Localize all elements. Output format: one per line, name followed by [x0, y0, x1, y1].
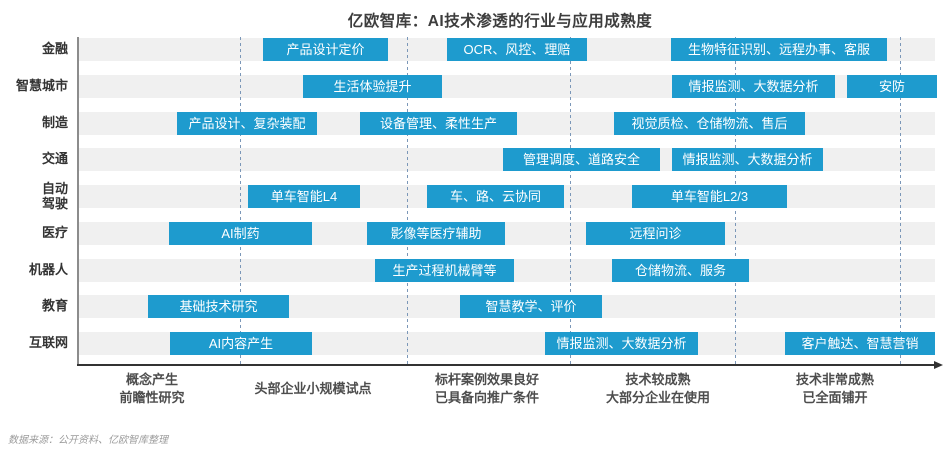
maturity-stage-label: 技术非常成熟 已全面铺开 — [795, 372, 874, 405]
application-bar: AI制药 — [169, 221, 312, 245]
application-bar: 产品设计定价 — [263, 38, 388, 61]
stage-divider-dashed-line — [407, 37, 408, 365]
application-bar: 基础技术研究 — [148, 295, 289, 319]
application-bar: 单车智能L2/3 — [632, 185, 787, 208]
application-bar: OCR、风控、理赔 — [447, 38, 587, 61]
industry-label: 金融 — [41, 41, 68, 57]
application-bar: 车、路、云协同 — [427, 185, 564, 208]
x-axis-line — [77, 364, 935, 366]
application-bar: 生活体验提升 — [303, 74, 442, 98]
industry-label: 机器人 — [28, 261, 68, 277]
application-bar: 安防 — [847, 74, 937, 98]
application-bar: 设备管理、柔性生产 — [360, 111, 517, 135]
application-bar: 情报监测、大数据分析 — [672, 74, 835, 98]
chart-title: 亿欧智库：AI技术渗透的行业与应用成熟度 — [347, 13, 653, 30]
industry-label: 互联网 — [28, 335, 68, 351]
application-bar: AI内容产生 — [170, 332, 312, 355]
stage-divider-dashed-line — [900, 37, 901, 365]
application-bar: 生产过程机械臂等 — [375, 258, 514, 282]
application-bar: 管理调度、道路安全 — [503, 148, 660, 172]
industry-label: 智慧城市 — [15, 77, 68, 93]
application-bar: 仓储物流、服务 — [612, 258, 749, 282]
maturity-stage-label: 头部企业小规模试点 — [254, 381, 372, 397]
y-axis-line — [77, 37, 79, 365]
source-note: 数据来源：公开资料、亿欧智库整理 — [8, 435, 168, 446]
application-bar: 情报监测、大数据分析 — [672, 148, 823, 172]
x-axis-arrowhead — [934, 361, 943, 369]
industry-label: 制造 — [41, 114, 68, 130]
industry-label: 教育 — [41, 298, 68, 314]
stage-divider-dashed-line — [570, 37, 571, 365]
application-bar: 影像等医疗辅助 — [367, 221, 505, 245]
maturity-stage-label: 技术较成熟 大部分企业在使用 — [605, 372, 710, 405]
maturity-stage-label: 标杆案例效果良好 已具备向推广条件 — [434, 372, 539, 405]
application-bar: 客户触达、智慧营销 — [785, 332, 935, 355]
maturity-stage-label: 概念产生 前瞻性研究 — [119, 372, 185, 405]
application-bar: 生物特征识别、远程办事、客服 — [671, 38, 887, 61]
application-bar: 视觉质检、仓储物流、售后 — [614, 111, 805, 135]
application-bar: 单车智能L4 — [248, 185, 360, 208]
application-bar: 远程问诊 — [586, 221, 725, 245]
application-bar: 情报监测、大数据分析 — [545, 332, 698, 355]
industry-label: 交通 — [41, 151, 68, 167]
application-bar: 智慧教学、评价 — [460, 295, 602, 319]
stage-divider-dashed-line — [240, 37, 241, 365]
industry-label: 医疗 — [41, 224, 68, 240]
application-bar: 产品设计、复杂装配 — [177, 111, 317, 135]
industry-label: 自动 驾驶 — [41, 180, 68, 211]
